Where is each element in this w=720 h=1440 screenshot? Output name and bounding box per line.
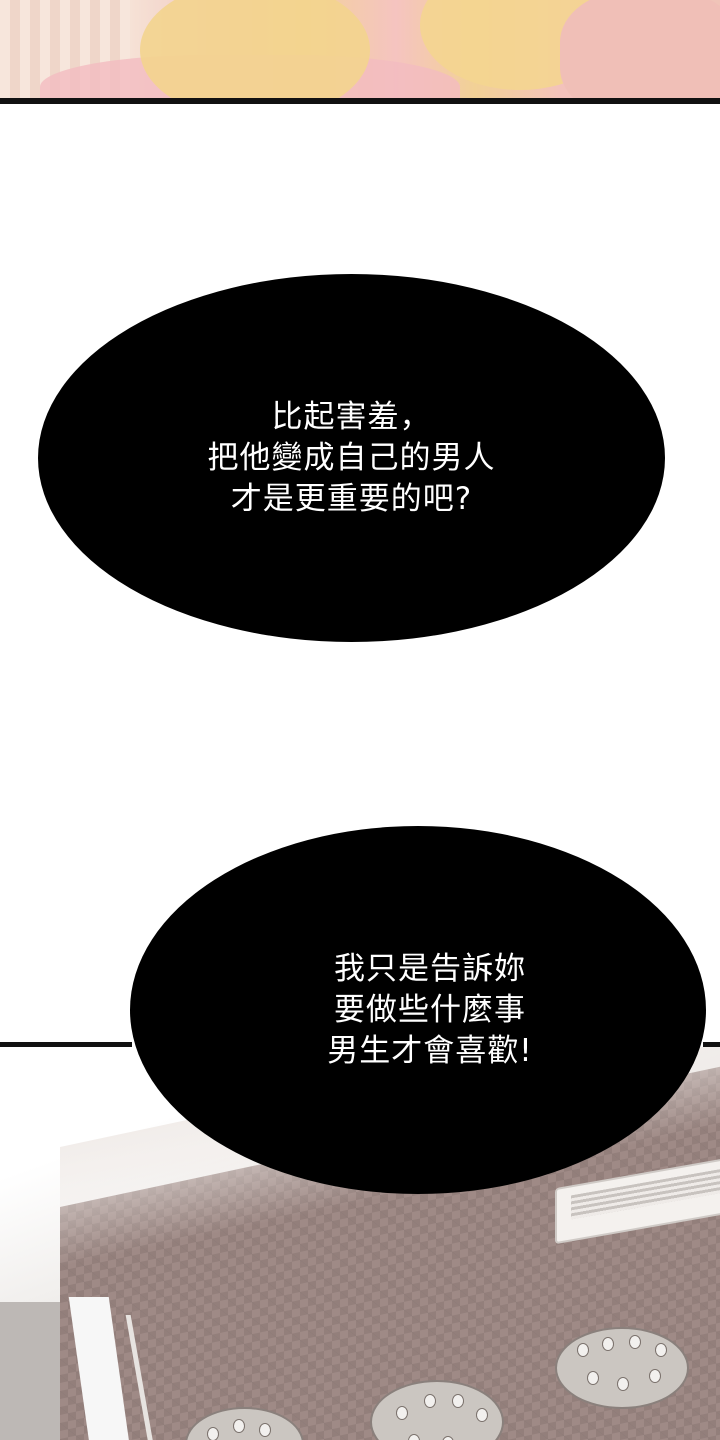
panel-border-left	[0, 1042, 132, 1047]
blonde-hair-illustration	[140, 0, 370, 104]
chair	[408, 1434, 420, 1440]
chair	[617, 1377, 629, 1391]
chair	[259, 1423, 271, 1437]
chair	[655, 1343, 667, 1357]
top-comic-panel	[0, 0, 720, 104]
bubble-text-line: 才是更重要的吧?	[230, 480, 473, 517]
chair	[629, 1335, 641, 1349]
shoulder-illustration	[560, 0, 720, 104]
chair	[476, 1408, 488, 1422]
chair	[207, 1427, 219, 1440]
chair	[587, 1371, 599, 1385]
chair	[452, 1394, 464, 1408]
bubble-text-line: 把他變成自己的男人	[207, 439, 496, 476]
chair	[649, 1369, 661, 1383]
bubble-text-line: 要做些什麼事	[334, 991, 526, 1028]
bubble-text-line: 男生才會喜歡!	[327, 1032, 533, 1069]
chair	[233, 1419, 245, 1433]
chair	[396, 1406, 408, 1420]
speech-bubble-1: 比起害羞， 把他變成自己的男人 才是更重要的吧?	[38, 274, 665, 642]
chair	[577, 1343, 589, 1357]
round-table	[555, 1327, 689, 1409]
chair	[602, 1337, 614, 1351]
panel-border	[0, 98, 720, 104]
panel-border-right	[703, 1042, 720, 1047]
bubble-text-line: 我只是告訴妳	[334, 950, 526, 987]
chair	[442, 1436, 454, 1440]
speech-bubble-2: 我只是告訴妳 要做些什麼事 男生才會喜歡!	[130, 826, 706, 1194]
chair	[424, 1394, 436, 1408]
bubble-text-line: 比起害羞，	[271, 398, 432, 435]
